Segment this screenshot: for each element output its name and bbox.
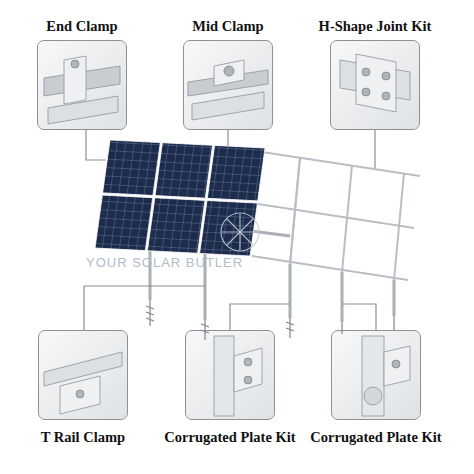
rail	[258, 204, 414, 228]
pile-flange	[364, 387, 382, 405]
bolt-head	[382, 72, 390, 80]
ground-screw	[393, 316, 394, 330]
callout-box: Corrugated Plate Kit	[185, 330, 275, 448]
ground-screw	[146, 300, 154, 326]
solar-panels	[95, 140, 265, 256]
callout-frame	[330, 40, 420, 130]
callout-box: T Rail Clamp	[38, 330, 128, 448]
cross-beam	[290, 157, 300, 264]
callout-frame	[183, 40, 273, 130]
clamp-body	[64, 56, 86, 104]
post-section	[214, 336, 234, 416]
callout-fill	[331, 41, 419, 129]
bolt-head	[382, 92, 390, 100]
cross-beam	[394, 173, 404, 280]
callout-interiors	[38, 41, 420, 419]
callout-fill	[184, 41, 272, 129]
cross-beam	[342, 165, 352, 272]
logo-rays	[222, 214, 258, 250]
callout-frame	[37, 40, 127, 130]
ground-screw	[341, 322, 342, 334]
callout-frame	[38, 330, 128, 420]
bolt-head	[244, 358, 252, 366]
watermark-text: YOUR SOLAR BUTLER	[86, 255, 243, 270]
part-name: Corrugated Plate Kit	[310, 428, 441, 446]
part-name: H-Shape Joint Kit	[319, 17, 432, 35]
post	[289, 264, 292, 318]
callout-box: Corrugated Plate Kit	[331, 330, 421, 448]
leader-lines	[84, 130, 376, 330]
callout-fill	[332, 331, 420, 419]
leader-line	[86, 130, 106, 160]
bolt-head	[224, 66, 234, 76]
racking-frame	[252, 152, 420, 280]
leader-line	[342, 304, 376, 330]
post-section	[362, 336, 384, 416]
callout-box: Mid Clamp	[183, 17, 273, 130]
bolt-head	[244, 376, 252, 384]
rail-section	[192, 92, 264, 120]
callout-fill	[39, 331, 127, 419]
solar-panel	[95, 195, 153, 251]
solar-panel	[207, 145, 265, 201]
solar-panel	[103, 140, 161, 196]
leader-line	[227, 130, 228, 146]
bolt-head	[362, 68, 370, 76]
bolt-head	[71, 60, 79, 68]
cross-beam	[290, 157, 300, 264]
clamp-body	[60, 376, 100, 414]
callout-frame	[331, 330, 421, 420]
part-name: End Clamp	[46, 17, 117, 35]
leader-line	[230, 304, 290, 330]
ground-screw	[286, 318, 294, 338]
rail	[262, 152, 420, 176]
corrugated-plate	[384, 346, 410, 386]
joint-plate	[356, 54, 396, 112]
post	[341, 272, 344, 322]
ground-screws	[146, 300, 394, 340]
part-name: Corrugated Plate Kit	[164, 428, 295, 446]
bolt-head	[76, 390, 84, 398]
solar-panel	[155, 143, 213, 199]
rail	[252, 256, 408, 280]
post	[393, 280, 396, 316]
solar-panel	[147, 198, 205, 254]
bolt-head	[362, 88, 370, 96]
watermark-logo	[221, 213, 259, 251]
part-name: T Rail Clamp	[41, 428, 125, 446]
callout-box: H-Shape Joint Kit	[330, 17, 420, 130]
corrugated-plate	[234, 348, 262, 392]
rail-section	[48, 96, 118, 124]
callout-frame	[185, 330, 275, 420]
leader-line	[374, 130, 375, 168]
callout-fill	[186, 331, 274, 419]
bolt-head	[392, 360, 400, 368]
leader-line	[84, 286, 205, 330]
clamp-body	[214, 60, 244, 86]
logo-ring	[221, 213, 259, 251]
callout-fill	[38, 41, 126, 129]
part-name: Mid Clamp	[192, 17, 263, 35]
callout-box: End Clamp	[37, 17, 127, 130]
